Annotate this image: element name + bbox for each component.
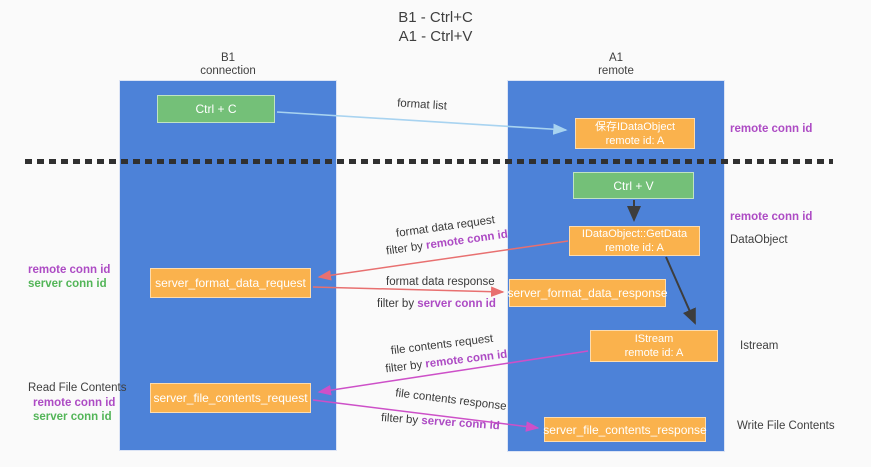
- filter-prefix: filter by: [380, 412, 422, 427]
- write-file-contents-label: Write File Contents: [737, 420, 835, 432]
- getdata-line1: IDataObject::GetData: [581, 228, 688, 240]
- ctrl-c-node: Ctrl + C: [157, 95, 275, 123]
- left-bottom-server-conn-id-label: server conn id: [33, 411, 112, 423]
- file-contents-response-filter-label: filter by server conn id: [380, 412, 500, 432]
- diagram-title: B1 - Ctrl+C A1 - Ctrl+V: [0, 8, 871, 46]
- server-format-data-request-label: server_format_data_request: [155, 276, 306, 290]
- dataobject-label: DataObject: [730, 234, 788, 246]
- ctrl-c-label: Ctrl + C: [195, 102, 237, 116]
- server-file-contents-request-node: server_file_contents_request: [150, 383, 311, 413]
- filter-key: server conn id: [417, 298, 496, 310]
- idataobject-getdata-node: IDataObject::GetData remote id: A: [569, 226, 700, 256]
- filter-prefix: filter by: [377, 298, 418, 310]
- read-file-contents-label: Read File Contents: [28, 382, 127, 394]
- ctrl-v-node: Ctrl + V: [573, 172, 694, 199]
- right-mid-remote-conn-id-label: remote conn id: [730, 211, 813, 223]
- server-format-data-request-node: server_format_data_request: [150, 268, 311, 298]
- left-column-name: B1: [220, 52, 236, 64]
- filter-prefix: filter by: [384, 358, 427, 376]
- left-column-header: B1 connection: [119, 52, 337, 78]
- right-top-remote-conn-id-label: remote conn id: [730, 123, 813, 135]
- file-contents-response-edge-label: file contents response: [394, 387, 508, 413]
- istream-line2: remote id: A: [624, 347, 684, 359]
- filter-key: server conn id: [420, 414, 501, 433]
- format-data-response-edge-label: format data response: [386, 276, 495, 288]
- left-bottom-remote-conn-id-label: remote conn id: [33, 397, 116, 409]
- server-file-contents-response-node: server_file_contents_response: [543, 417, 707, 442]
- istream-side-label: Istream: [740, 340, 779, 352]
- phase-separator-dashed-line: [25, 159, 833, 164]
- server-format-data-response-node: server_format_data_response: [507, 279, 668, 307]
- server-file-contents-response-label: server_file_contents_response: [543, 422, 707, 437]
- server-format-data-response-label: server_format_data_response: [507, 286, 668, 300]
- filter-key: remote conn id: [424, 348, 508, 371]
- istream-line1: IStream: [634, 333, 674, 345]
- save-idataobject-node: 保存IDataObject remote id: A: [575, 118, 695, 149]
- istream-node: IStream remote id: A: [590, 330, 718, 362]
- format-data-response-filter-label: filter by server conn id: [377, 298, 496, 310]
- server-file-contents-request-label: server_file_contents_request: [153, 391, 308, 405]
- left-mid-remote-conn-id-label: remote conn id: [28, 264, 111, 276]
- right-column-name: A1: [608, 52, 624, 64]
- ctrl-v-label: Ctrl + V: [613, 178, 654, 193]
- filter-prefix: filter by: [385, 239, 427, 258]
- save-idataobject-line2: remote id: A: [605, 134, 665, 147]
- title-line-1: B1 - Ctrl+C: [398, 9, 473, 26]
- left-column-subtitle: connection: [200, 65, 256, 77]
- getdata-line2: remote id: A: [605, 242, 664, 254]
- save-idataobject-line1: 保存IDataObject: [594, 120, 676, 133]
- right-column-header: A1 remote: [507, 52, 725, 78]
- left-mid-server-conn-id-label: server conn id: [28, 278, 107, 290]
- title-line-2: A1 - Ctrl+V: [398, 28, 473, 45]
- format-list-edge-label: format list: [396, 97, 448, 113]
- right-column-subtitle: remote: [598, 65, 634, 77]
